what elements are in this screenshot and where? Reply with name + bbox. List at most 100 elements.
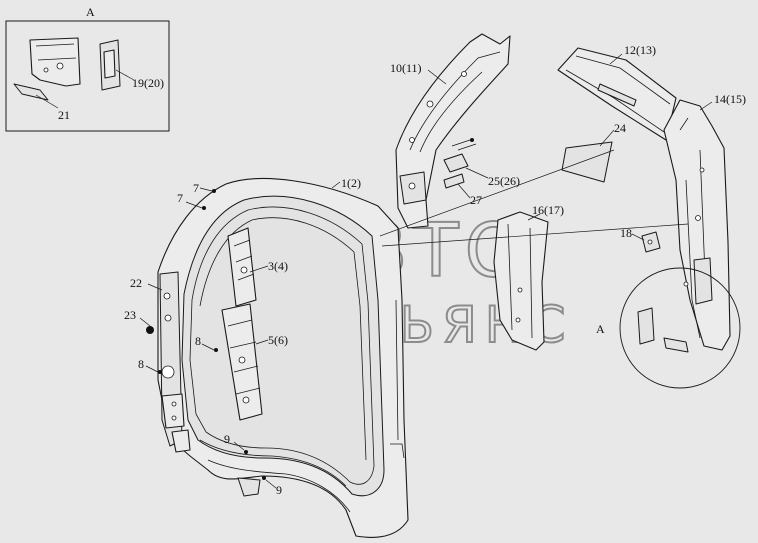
callout-1: 1(2) — [341, 176, 361, 190]
opening-flange — [189, 206, 375, 485]
callout-3: 3(4) — [268, 259, 288, 273]
fastener — [212, 189, 216, 193]
arch-hole — [426, 100, 434, 108]
arch-hole — [461, 71, 467, 77]
callout-25: 25(26) — [488, 174, 520, 188]
pillar-hole — [683, 281, 689, 287]
detail-view-a: A 19(20) 21 — [5, 5, 170, 132]
arch-flange — [409, 51, 501, 151]
hinge-plate-lower — [171, 429, 191, 453]
callout-12: 12(13) — [624, 43, 656, 57]
leader-line — [381, 223, 689, 247]
rail-slot — [597, 83, 637, 107]
bolt-head — [470, 138, 474, 142]
callout-19: 19(20) — [132, 76, 164, 90]
reinforcement-ribs — [233, 239, 255, 281]
pillar-hole — [699, 167, 705, 173]
leader-line — [185, 201, 203, 209]
leader-line — [35, 94, 59, 109]
leader-line — [465, 167, 489, 179]
callout-8b: 8 — [138, 357, 144, 371]
detail-circle-plate — [663, 337, 689, 353]
pillar-hole — [695, 215, 701, 221]
callout-22: 22 — [130, 276, 142, 290]
leader-line — [379, 149, 615, 237]
leader-line — [699, 101, 713, 111]
detail-view-frame — [5, 20, 170, 132]
leader-line — [145, 365, 159, 373]
clip-hole — [647, 239, 653, 245]
leader-line — [527, 213, 541, 221]
leader-line — [147, 283, 163, 291]
pillar-hole — [163, 292, 171, 300]
reinforcement-hole — [238, 356, 246, 364]
callout-16: 16(17) — [532, 203, 564, 217]
pillar-outline — [663, 99, 731, 351]
callout-21: 21 — [58, 108, 70, 122]
inner-panel-hole — [517, 287, 523, 293]
detail-view-label: A — [86, 5, 95, 19]
rear-pillar — [663, 99, 731, 351]
callout-14: 14(15) — [714, 92, 746, 106]
leader-line — [115, 69, 135, 81]
callout-18: 18 — [620, 226, 632, 240]
rear-upper-arch — [395, 33, 511, 229]
hinge-hole — [171, 415, 177, 421]
rear-edge-detail — [390, 299, 405, 459]
detail-circle-label: A — [596, 322, 605, 336]
fastener — [158, 370, 162, 374]
rail-flange — [565, 55, 671, 133]
leader-line — [255, 339, 269, 345]
callout-5: 5(6) — [268, 333, 288, 347]
detail-reinforcement — [13, 83, 49, 101]
rear-inner-panel — [493, 211, 549, 351]
arch-hole — [409, 137, 415, 143]
detail-panel-edge — [35, 43, 77, 61]
detail-panel — [29, 37, 81, 87]
pillar-hole — [164, 314, 172, 322]
callout-9b: 9 — [276, 483, 282, 497]
bolt-plate — [443, 153, 469, 173]
leader-line — [139, 317, 151, 327]
inner-panel-flange — [507, 223, 533, 339]
opening-inner-line — [199, 217, 367, 461]
callout-7b: 7 — [177, 191, 183, 205]
fastener — [262, 476, 266, 480]
reinforcement-hole — [240, 266, 248, 274]
inner-panel-hole — [515, 317, 521, 323]
fastener — [244, 450, 248, 454]
leader-line — [331, 181, 341, 189]
sill-line-lower — [207, 459, 351, 513]
bolts — [443, 138, 489, 199]
callout-23: 23 — [124, 308, 136, 322]
sill-line — [199, 439, 347, 487]
detail-circle-bracket — [637, 307, 655, 345]
leader-line — [201, 343, 215, 351]
callout-9a: 9 — [224, 432, 230, 446]
callout-10: 10(11) — [390, 61, 422, 75]
callout-27: 27 — [470, 193, 482, 207]
leader-line — [599, 129, 615, 147]
leader-line — [631, 233, 645, 241]
callout-7a: 7 — [193, 181, 199, 195]
leader-line — [199, 187, 213, 192]
bolt-plate-lower — [443, 173, 465, 189]
detail-panel-hole — [43, 67, 49, 73]
reinforcement-lower-ribs — [227, 319, 261, 395]
detail-circle — [619, 267, 741, 389]
detail-panel-hole — [56, 62, 64, 70]
leader-line — [249, 265, 269, 273]
callout-24: 24 — [614, 121, 626, 135]
arch-inner-line — [419, 71, 483, 153]
pillar-hole — [161, 365, 175, 379]
detail-circle-a: A — [596, 267, 741, 389]
roof-rail — [557, 47, 677, 141]
fastener — [202, 206, 206, 210]
b-pillar-reinforcements — [221, 227, 263, 421]
reinforcement-upper — [227, 227, 257, 307]
grommet — [146, 326, 154, 334]
arch-bracket-hole — [408, 182, 416, 190]
reinforcement-hole — [242, 396, 250, 404]
